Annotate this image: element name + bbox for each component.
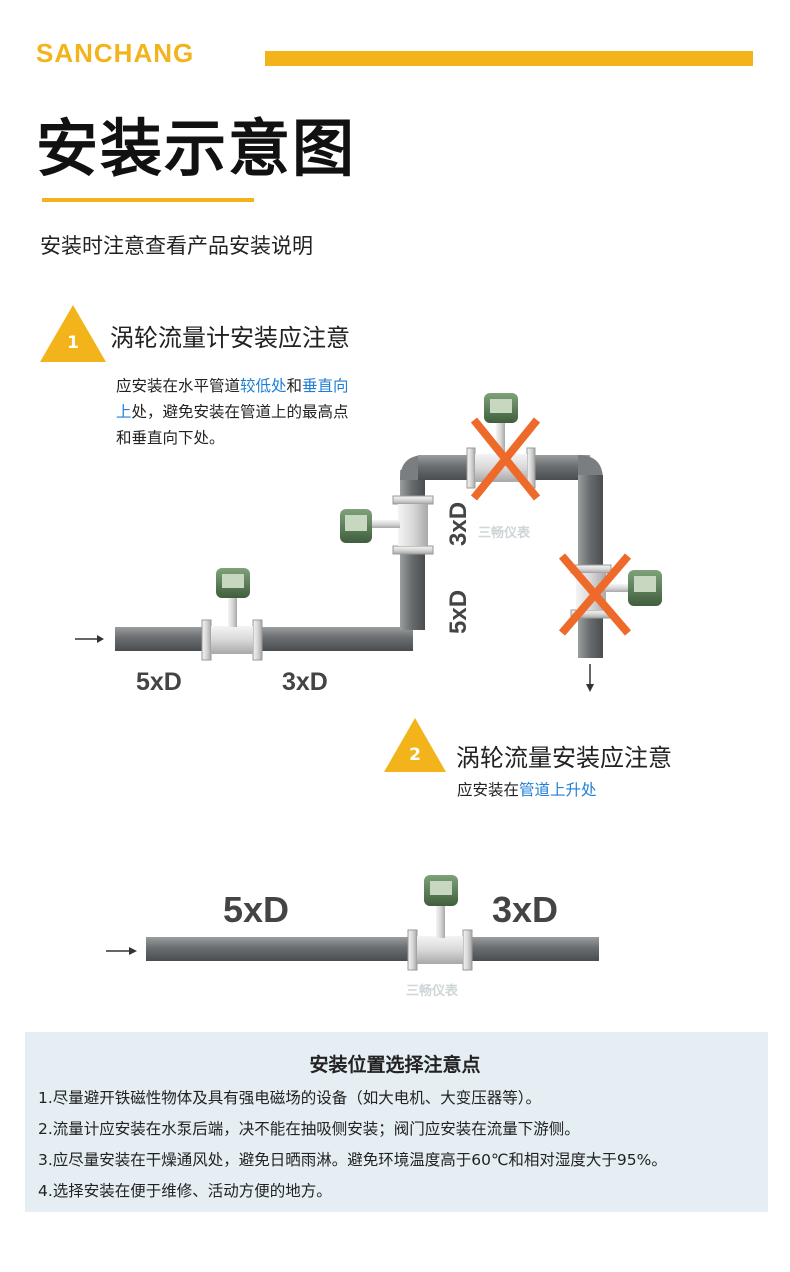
section1-note: 应安装在水平管道较低处和垂直向 上处，避免安装在管道上的最高点 和垂直向下处。 xyxy=(116,373,349,451)
section2-number: 2 xyxy=(409,745,421,765)
section2-note: 应安装在管道上升处 xyxy=(457,777,597,803)
section1-heading: 涡轮流量计安装应注意 xyxy=(110,324,350,352)
watermark: 三畅仪表 xyxy=(478,525,531,541)
note-highlight: 上 xyxy=(116,403,132,421)
note-text: 处，避免安装在管道上的最高点 xyxy=(131,403,349,421)
note-highlight: 垂直向 xyxy=(302,377,349,395)
section1-note-line2: 上处，避免安装在管道上的最高点 xyxy=(116,399,349,425)
pipe-horizontal-2 xyxy=(146,937,599,961)
tip-item: 4.选择安装在便于维修、活动方便的地方。 xyxy=(38,1182,332,1200)
flow-arrow-down-icon xyxy=(586,664,594,692)
dim-upstream: 5xD xyxy=(136,668,182,696)
flowmeter-icon xyxy=(340,495,434,555)
section1-note-line3: 和垂直向下处。 xyxy=(116,429,225,447)
warning-triangle-icon: 1 xyxy=(40,305,106,362)
cross-mark-icon xyxy=(558,553,632,636)
note-highlight: 较低处 xyxy=(240,377,287,395)
watermark: 三畅仪表 xyxy=(406,983,459,999)
dim-downstream-2: 3xD xyxy=(492,889,558,930)
flow-arrow-icon xyxy=(75,635,104,643)
pipe-horizontal xyxy=(115,627,413,651)
tip-item: 1.尽量避开铁磁性物体及具有强电磁场的设备（如大电机、大变压器等）。 xyxy=(38,1089,542,1107)
title-underline xyxy=(42,198,254,202)
dim-vertical-upper: 3xD xyxy=(445,502,472,546)
page-subtitle: 安装时注意查看产品安装说明 xyxy=(40,234,313,258)
tip-item: 2.流量计应安装在水泵后端，决不能在抽吸侧安装；阀门应安装在流量下游侧。 xyxy=(38,1120,580,1138)
note-text: 应安装在水平管道 xyxy=(116,377,241,395)
section1-number: 1 xyxy=(67,333,79,353)
note-text: 应安装在 xyxy=(457,781,520,799)
section1-note-line1: 应安装在水平管道较低处和垂直向 xyxy=(116,373,349,399)
flowmeter-icon xyxy=(201,568,263,661)
flow-arrow-icon xyxy=(106,947,137,955)
page-title: 安装示意图 xyxy=(36,112,357,185)
warning-triangle-icon: 2 xyxy=(384,718,446,772)
section2-heading: 涡轮流量安装应注意 xyxy=(456,744,672,772)
dim-vertical-lower: 5xD xyxy=(445,590,472,634)
flowmeter-icon xyxy=(407,875,473,971)
note-highlight: 管道上升处 xyxy=(519,781,597,799)
tips-title: 安装位置选择注意点 xyxy=(309,1054,481,1076)
note-text: 和 xyxy=(286,377,303,395)
brand-bar xyxy=(265,51,753,66)
dim-upstream-2: 5xD xyxy=(223,889,289,930)
cross-mark-icon xyxy=(470,417,541,501)
dim-downstream: 3xD xyxy=(282,668,328,696)
tips-panel xyxy=(25,1032,768,1212)
brand-logo: SANCHANG xyxy=(36,38,195,68)
tip-item: 3.应尽量安装在干燥通风处，避免日晒雨淋。避免环境温度高于60℃和相对湿度大于9… xyxy=(38,1151,667,1169)
